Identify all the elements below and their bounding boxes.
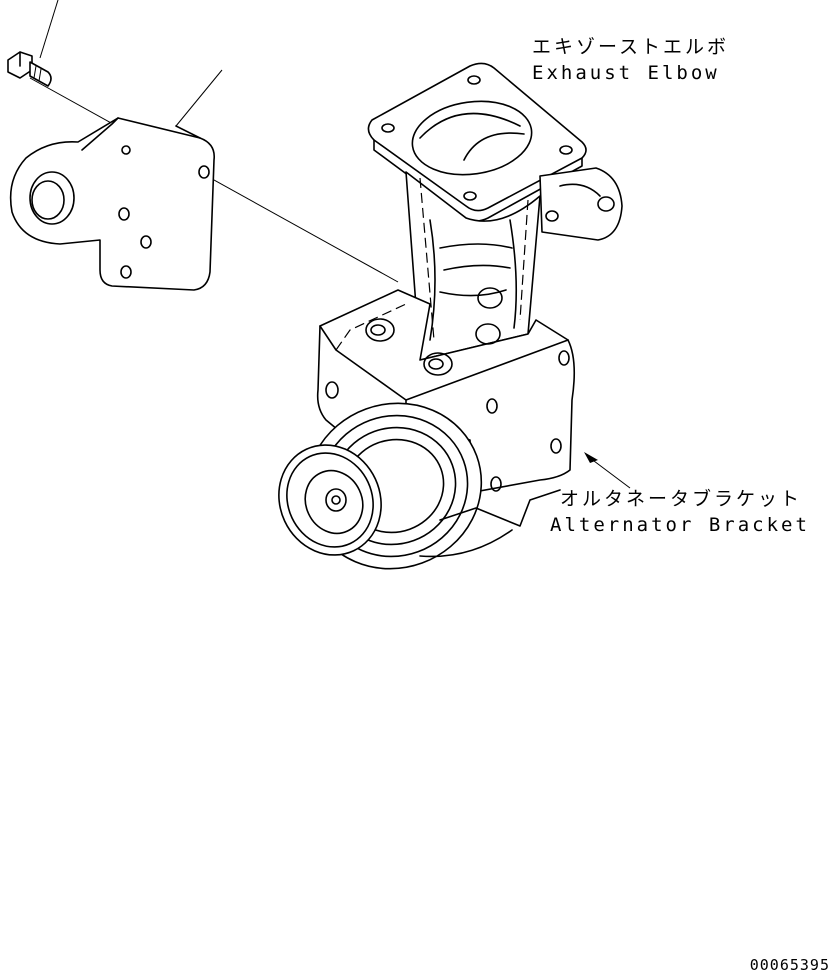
exhaust-elbow-label-en: Exhaust Elbow [532,62,720,84]
exhaust-elbow-label-jp: エキゾーストエルボ [532,36,730,58]
exhaust-elbow [367,62,623,361]
alternator-bracket-label-jp: オルタネータブラケット [560,488,803,510]
bolt [7,51,52,87]
bracket-plate [9,117,216,291]
pulley [278,444,382,556]
drawing-number: 00065395 [749,956,830,974]
alternator-bracket-label-en: Alternator Bracket [550,514,810,536]
